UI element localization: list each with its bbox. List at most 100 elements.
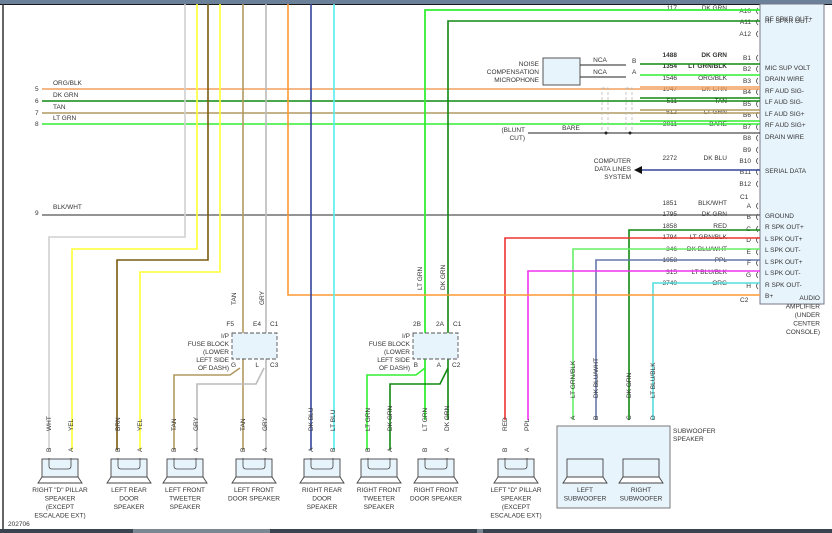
scroll-segment[interactable] — [133, 529, 270, 533]
pin-label: B — [414, 362, 418, 369]
pin-label: B — [330, 448, 337, 452]
speaker-coil-icon — [242, 458, 266, 470]
speaker-label: RIGHT "D" PILLAR — [32, 487, 88, 494]
splice-dot — [604, 131, 608, 135]
microphone-label: COMPENSATION — [487, 69, 540, 76]
computer-data-label: SYSTEM — [604, 174, 631, 181]
speaker-body — [235, 458, 273, 478]
subwoofer-unit-label: SUBWOOFER — [620, 496, 663, 503]
speaker-body — [166, 458, 204, 478]
speaker-coil-icon — [367, 458, 391, 470]
wire-lt-grn-blk — [572, 248, 760, 420]
amp-function: RF AUD SIG+ — [765, 122, 806, 129]
wire-color-label: LT GRN — [365, 407, 372, 431]
amp-function: DRAIN WIRE — [765, 76, 805, 83]
fuse-block-label: (LOWER — [203, 349, 229, 356]
pin-cup-icon — [756, 134, 759, 142]
wire-color-label: LT GRN/BLK — [570, 360, 577, 398]
wire-r-spk-out-pos — [628, 229, 760, 420]
pin-label: B — [46, 448, 53, 452]
scroll-segment[interactable] — [477, 529, 483, 533]
wire-color-label: YEL — [137, 418, 144, 431]
amp-pin-label: B8 — [743, 135, 751, 142]
wire-dk-blu-wht — [595, 259, 760, 420]
wire-color-label: WHT — [46, 416, 53, 431]
wire-color-label: LT GRN — [53, 115, 77, 122]
wire-color-label: LT GRN — [417, 266, 424, 290]
pin-label: B — [240, 448, 247, 452]
fuse-block-label: OF DASH) — [198, 365, 229, 372]
pin-cup-icon — [756, 157, 759, 165]
amp-pin-label: A10 — [739, 8, 751, 15]
speaker-label: RIGHT REAR — [302, 487, 342, 494]
pin-cup-icon — [756, 180, 759, 188]
speaker-body — [110, 458, 148, 478]
speaker-label: DOOR — [312, 496, 332, 503]
amp-function: DRAIN WIRE — [765, 134, 805, 141]
amp-pin-label: B12 — [739, 181, 751, 188]
speaker-label: DOOR SPEAKER — [228, 496, 280, 503]
amp-function: RF SPKR OUT- — [765, 18, 811, 25]
amp-pin-label: B11 — [740, 169, 751, 176]
pin-label: B — [593, 416, 600, 420]
fuse-block-label: FUSE BLOCK — [188, 341, 230, 348]
microphone-label: NOISE — [519, 61, 540, 68]
pin-label: B — [365, 448, 372, 452]
speaker-body — [417, 458, 455, 478]
amp-function: R SPK OUT+ — [765, 224, 804, 231]
nca-label: NCA — [593, 57, 607, 64]
circuit-number: 1354 — [663, 63, 678, 70]
pin-cup-icon — [756, 18, 759, 26]
pin-label: A — [524, 447, 531, 452]
speaker-cone-icon — [231, 476, 277, 484]
wire-color-label: DK GRN — [702, 5, 728, 12]
amp-pin-label: H — [746, 283, 751, 290]
circuit-number: 1851 — [663, 200, 678, 207]
pin-cup-icon — [756, 77, 759, 85]
fuse-block-label: (LOWER — [384, 349, 410, 356]
wire-color-label: DK BLU/WHT — [593, 358, 600, 398]
wire-color-label: DK BLU — [704, 155, 728, 162]
amp-pin-label: A — [747, 203, 752, 210]
wire-yel-2 — [139, 4, 221, 450]
amp-function: GROUND — [765, 213, 794, 220]
wire-org-b-plus — [287, 4, 760, 296]
speaker-cone-icon — [413, 476, 459, 484]
wire-color-label: LT GRN — [422, 407, 429, 431]
amp-pin-label: G — [746, 272, 751, 279]
pin-cup-icon — [756, 271, 759, 279]
speaker-label: RIGHT FRONT — [414, 487, 458, 494]
speaker-cone-icon — [106, 476, 152, 484]
speaker-body — [41, 458, 79, 478]
amp-function: SERIAL DATA — [765, 168, 807, 175]
speaker-cone-icon — [162, 476, 208, 484]
wire-color-label: BLK/WHT — [53, 204, 82, 211]
wire-color-label: BRN — [115, 417, 122, 431]
pin-label: A — [308, 447, 315, 452]
amp-pin-label: B4 — [743, 89, 751, 96]
wire-color-label: LT BLU/BLK — [650, 362, 657, 398]
fuse-block-label: OF DASH) — [379, 365, 410, 372]
wire-color-label: LT BLU/BLK — [691, 269, 727, 276]
wire-tan-tweeter — [173, 367, 241, 450]
speaker-label: SPEAKER — [501, 496, 532, 503]
amp-pin-label: B5 — [743, 101, 751, 108]
pin-label: A — [137, 447, 144, 452]
pin-cup-icon — [756, 259, 759, 267]
wire-yel — [71, 4, 198, 450]
speaker-label: SPEAKER — [307, 504, 338, 511]
pin-label: B — [502, 448, 509, 452]
fuse-block-1 — [231, 332, 278, 360]
speaker-label: DOOR SPEAKER — [410, 496, 462, 503]
wire-color-label: YEL — [68, 418, 75, 431]
speaker-label: (EXCEPT — [46, 504, 74, 511]
pin-label: E4 — [253, 321, 261, 328]
wire-color-label: RED — [713, 223, 727, 230]
arrow-left-icon — [634, 166, 642, 174]
connector-label: C1 — [453, 321, 462, 328]
pin-label: A — [570, 415, 577, 420]
wire-lt-grn-a10 — [424, 9, 760, 420]
